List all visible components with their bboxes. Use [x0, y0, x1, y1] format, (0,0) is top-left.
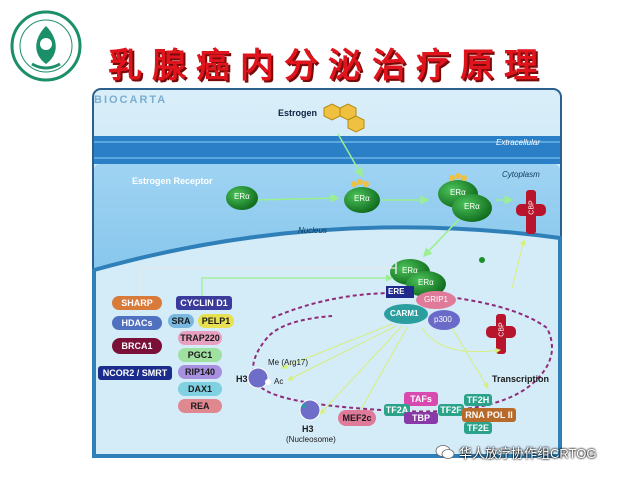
chat-bubble-icon	[435, 445, 455, 459]
estrogen-receptor-label: Estrogen Receptor	[132, 176, 213, 186]
cytoplasm-label: Cytoplasm	[502, 170, 540, 179]
mef2c-oval: MEF2c	[338, 410, 376, 426]
logo-emblem	[10, 10, 82, 82]
coactivator-cyclin-d1: CYCLIN D1	[176, 296, 232, 310]
grip1-label: GRIP1	[424, 295, 449, 304]
nucleosome-label: (Nucleosome)	[286, 435, 336, 444]
cbp-upper-label: CBP	[528, 200, 536, 215]
coactivator-rea: REA	[178, 399, 222, 413]
tf2h-box: TF2H	[464, 394, 492, 406]
tafs-box: TAFs	[404, 392, 438, 406]
carm1-label: CARM1	[390, 309, 419, 318]
p300-label: p300	[434, 315, 452, 324]
watermark-text: 华人放疗协作组CRTOG	[459, 445, 597, 461]
corepressor-ncor2-smrt: NCOR2 / SMRT	[98, 366, 172, 380]
coactivator-pgc1: PGC1	[178, 348, 222, 362]
ere-label: ERE	[388, 287, 405, 296]
er-alpha-label: ERα	[234, 192, 250, 201]
coactivator-rip140: RIP140	[178, 365, 222, 379]
corepressor-hdacs: HDACs	[112, 316, 162, 330]
er-alpha-bound-label: ERα	[354, 194, 370, 203]
coactivator-sra: SRA	[168, 314, 194, 328]
watermark: 华人放疗协作组CRTOG	[435, 440, 596, 464]
er-nuclear-b-label: ERα	[418, 278, 434, 287]
extracellular-label: Extracellular	[496, 138, 541, 147]
tbp-box: TBP	[404, 412, 438, 424]
h3-label: H3	[236, 374, 248, 384]
er-dimer-a-label: ERα	[450, 188, 466, 197]
cbp-lower-label: CBP	[498, 322, 506, 337]
er-dimer-b-label: ERα	[464, 202, 480, 211]
coactivator-pelp1: PELP1	[198, 314, 234, 328]
rna-pol-ii-box: RNA POL II	[462, 408, 516, 422]
tf2f-box: TF2F	[438, 404, 464, 416]
er-nuclear-a-label: ERα	[402, 266, 418, 275]
coactivator-trap220: TRAP220	[178, 331, 222, 345]
ac-label: Ac	[274, 377, 284, 386]
corepressor-brca1: BRCA1	[112, 338, 162, 354]
nucleus-label: Nucleus	[298, 226, 327, 235]
tf2e-box: TF2E	[464, 422, 492, 434]
nucleosome-h3-label: H3	[302, 424, 314, 434]
estrogen-label: Estrogen	[278, 108, 318, 118]
coactivator-dax1: DAX1	[178, 382, 222, 396]
slide-title: 乳腺癌内分泌治疗原理	[108, 46, 548, 86]
corepressor-sharp: SHARP	[112, 296, 162, 310]
signaling-diagram: BIOCARTA Estrogen Extracellular Cytoplas…	[92, 88, 562, 458]
me-arg17-label: Me (Arg17)	[268, 358, 309, 367]
brand-label: BIOCARTA	[94, 94, 168, 106]
tf2a-box: TF2A	[384, 404, 410, 416]
transcription-label: Transcription	[492, 374, 550, 384]
